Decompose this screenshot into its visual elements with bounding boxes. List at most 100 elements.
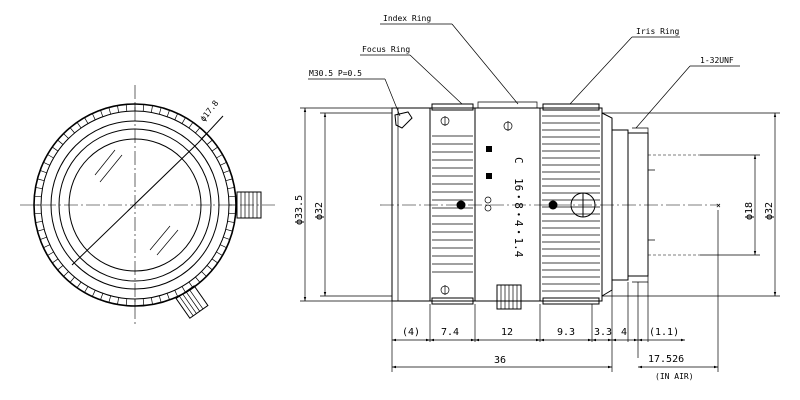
dim-flange-note: (IN AIR) [655,372,694,381]
front-knurl-tick [34,195,42,198]
c-mount [628,132,649,277]
front-knurl-tick [166,109,170,117]
front-knurl-tick [225,178,233,182]
front-knurl-tick [37,178,45,182]
front-knurl-tick [69,127,75,134]
front-knurl-tick [220,161,227,166]
focus-ring-callout: Focus Ring [362,45,410,54]
front-knurl-tick [227,187,235,190]
front-knurl-tick [84,286,89,293]
front-knurl-tick [69,276,75,283]
mount-type-marking: C [512,157,525,164]
front-knurl-tick [220,244,227,249]
iris-index-dot [548,200,558,210]
front-knurl-tick [150,297,153,305]
dim-seg-6: 4 [621,327,627,338]
front-knurl-tick [158,295,162,303]
front-knurl-tick [84,117,89,124]
front-knurl-tick [37,228,45,232]
front-knurl-tick [142,104,145,112]
mount-pilot-diameter-label: ϕ18 [744,202,755,220]
mount-body-diameter-label: ϕ32 [764,202,775,220]
front-diameter-label: ϕ17.8 [198,99,220,124]
filter-thread-detail [394,111,413,129]
front-knurl-tick [52,258,59,264]
front-knurl-tick [223,236,231,240]
front-knurl-tick [76,281,82,288]
front-knurl-tick [35,187,43,190]
front-knurl-tick [47,154,54,159]
front-knurl-tick [35,220,43,223]
front-knurl-tick [91,290,96,297]
front-knurl-tick [188,122,194,129]
front-knurl-tick [57,265,64,271]
front-knurl-tick [108,107,112,115]
dim-seg-1: (4) [402,327,420,338]
front-knurl-tick [91,113,96,120]
front-knurl-tick [150,105,153,113]
outer-diameter-label: ϕ33.5 [294,195,305,225]
segment-dimension-lines [392,338,718,369]
front-knurl-tick [216,154,223,159]
dim-seg-2: 7.4 [441,327,459,338]
front-knurl-tick [174,290,179,297]
front-knurl-tick [43,244,50,249]
front-knurl-tick [206,265,213,271]
front-knurl-tick [158,107,162,115]
front-knurl-tick [76,122,82,129]
front-knurl-tick [206,139,213,145]
front-knurl-tick [201,133,207,139]
front-knurl-tick [43,161,50,166]
front-lens-glass [68,138,202,272]
front-knurl-tick [63,133,69,139]
dim-total: 36 [494,355,506,366]
front-lock-screw [175,285,209,319]
dim-seg-7: (1.1) [649,327,679,338]
index-ring [474,107,541,302]
front-knurl-tick [47,251,54,256]
front-knurl-tick [223,170,231,174]
front-knurl-tick [52,146,59,152]
body-diameter-label: ϕ32 [314,202,325,220]
front-knurl-tick [181,117,186,124]
front-knurl-tick [39,236,47,240]
front-knurl-tick [174,113,179,120]
front-knurl-tick [125,104,128,112]
front-knurl-tick [117,297,120,305]
iris-ring [539,107,603,302]
focus-index-dot [456,200,466,210]
dim-seg-4: 9.3 [557,327,575,338]
front-knurl-tick [181,286,186,293]
front-knurl-tick [211,258,218,264]
front-knurl-tick [228,195,236,198]
front-knurl-tick [117,105,120,113]
front-knurl-tick [211,146,218,152]
front-knurl-tick [39,170,47,174]
front-knurl-tick [201,271,207,277]
svg-text:×: × [716,201,721,210]
front-knurl-tick [228,212,236,215]
front-knurl-tick [34,212,42,215]
front-knurl-tick [188,281,194,288]
index-ring-callout: Index Ring [383,14,431,23]
front-knurl-tick [100,293,104,301]
mount-thread-callout: 1-32UNF [700,56,734,65]
front-knurl-tick [195,127,201,134]
front-knurl-tick [125,298,128,306]
front-knurl-tick [63,271,69,277]
front-knurl-tick [225,228,233,232]
side-view: × C 16・8・4・1.4 [294,14,780,381]
front-knurl-tick [108,295,112,303]
front-knurl-tick [57,139,64,145]
f-number-scale: 16・8・4・1.4 [512,178,525,258]
front-knurl-tick [216,251,223,256]
dim-seg-5: 3.3 [594,327,612,338]
front-knurl-tick [195,276,201,283]
iris-ring-callout: Iris Ring [636,27,680,36]
front-knurl-tick [100,109,104,117]
filter-thread-callout: M30.5 P=0.5 [309,69,362,78]
front-view: ϕ17.8 [20,85,275,325]
front-knurl-tick [166,293,170,301]
dim-flange-back: 17.526 [648,354,684,365]
